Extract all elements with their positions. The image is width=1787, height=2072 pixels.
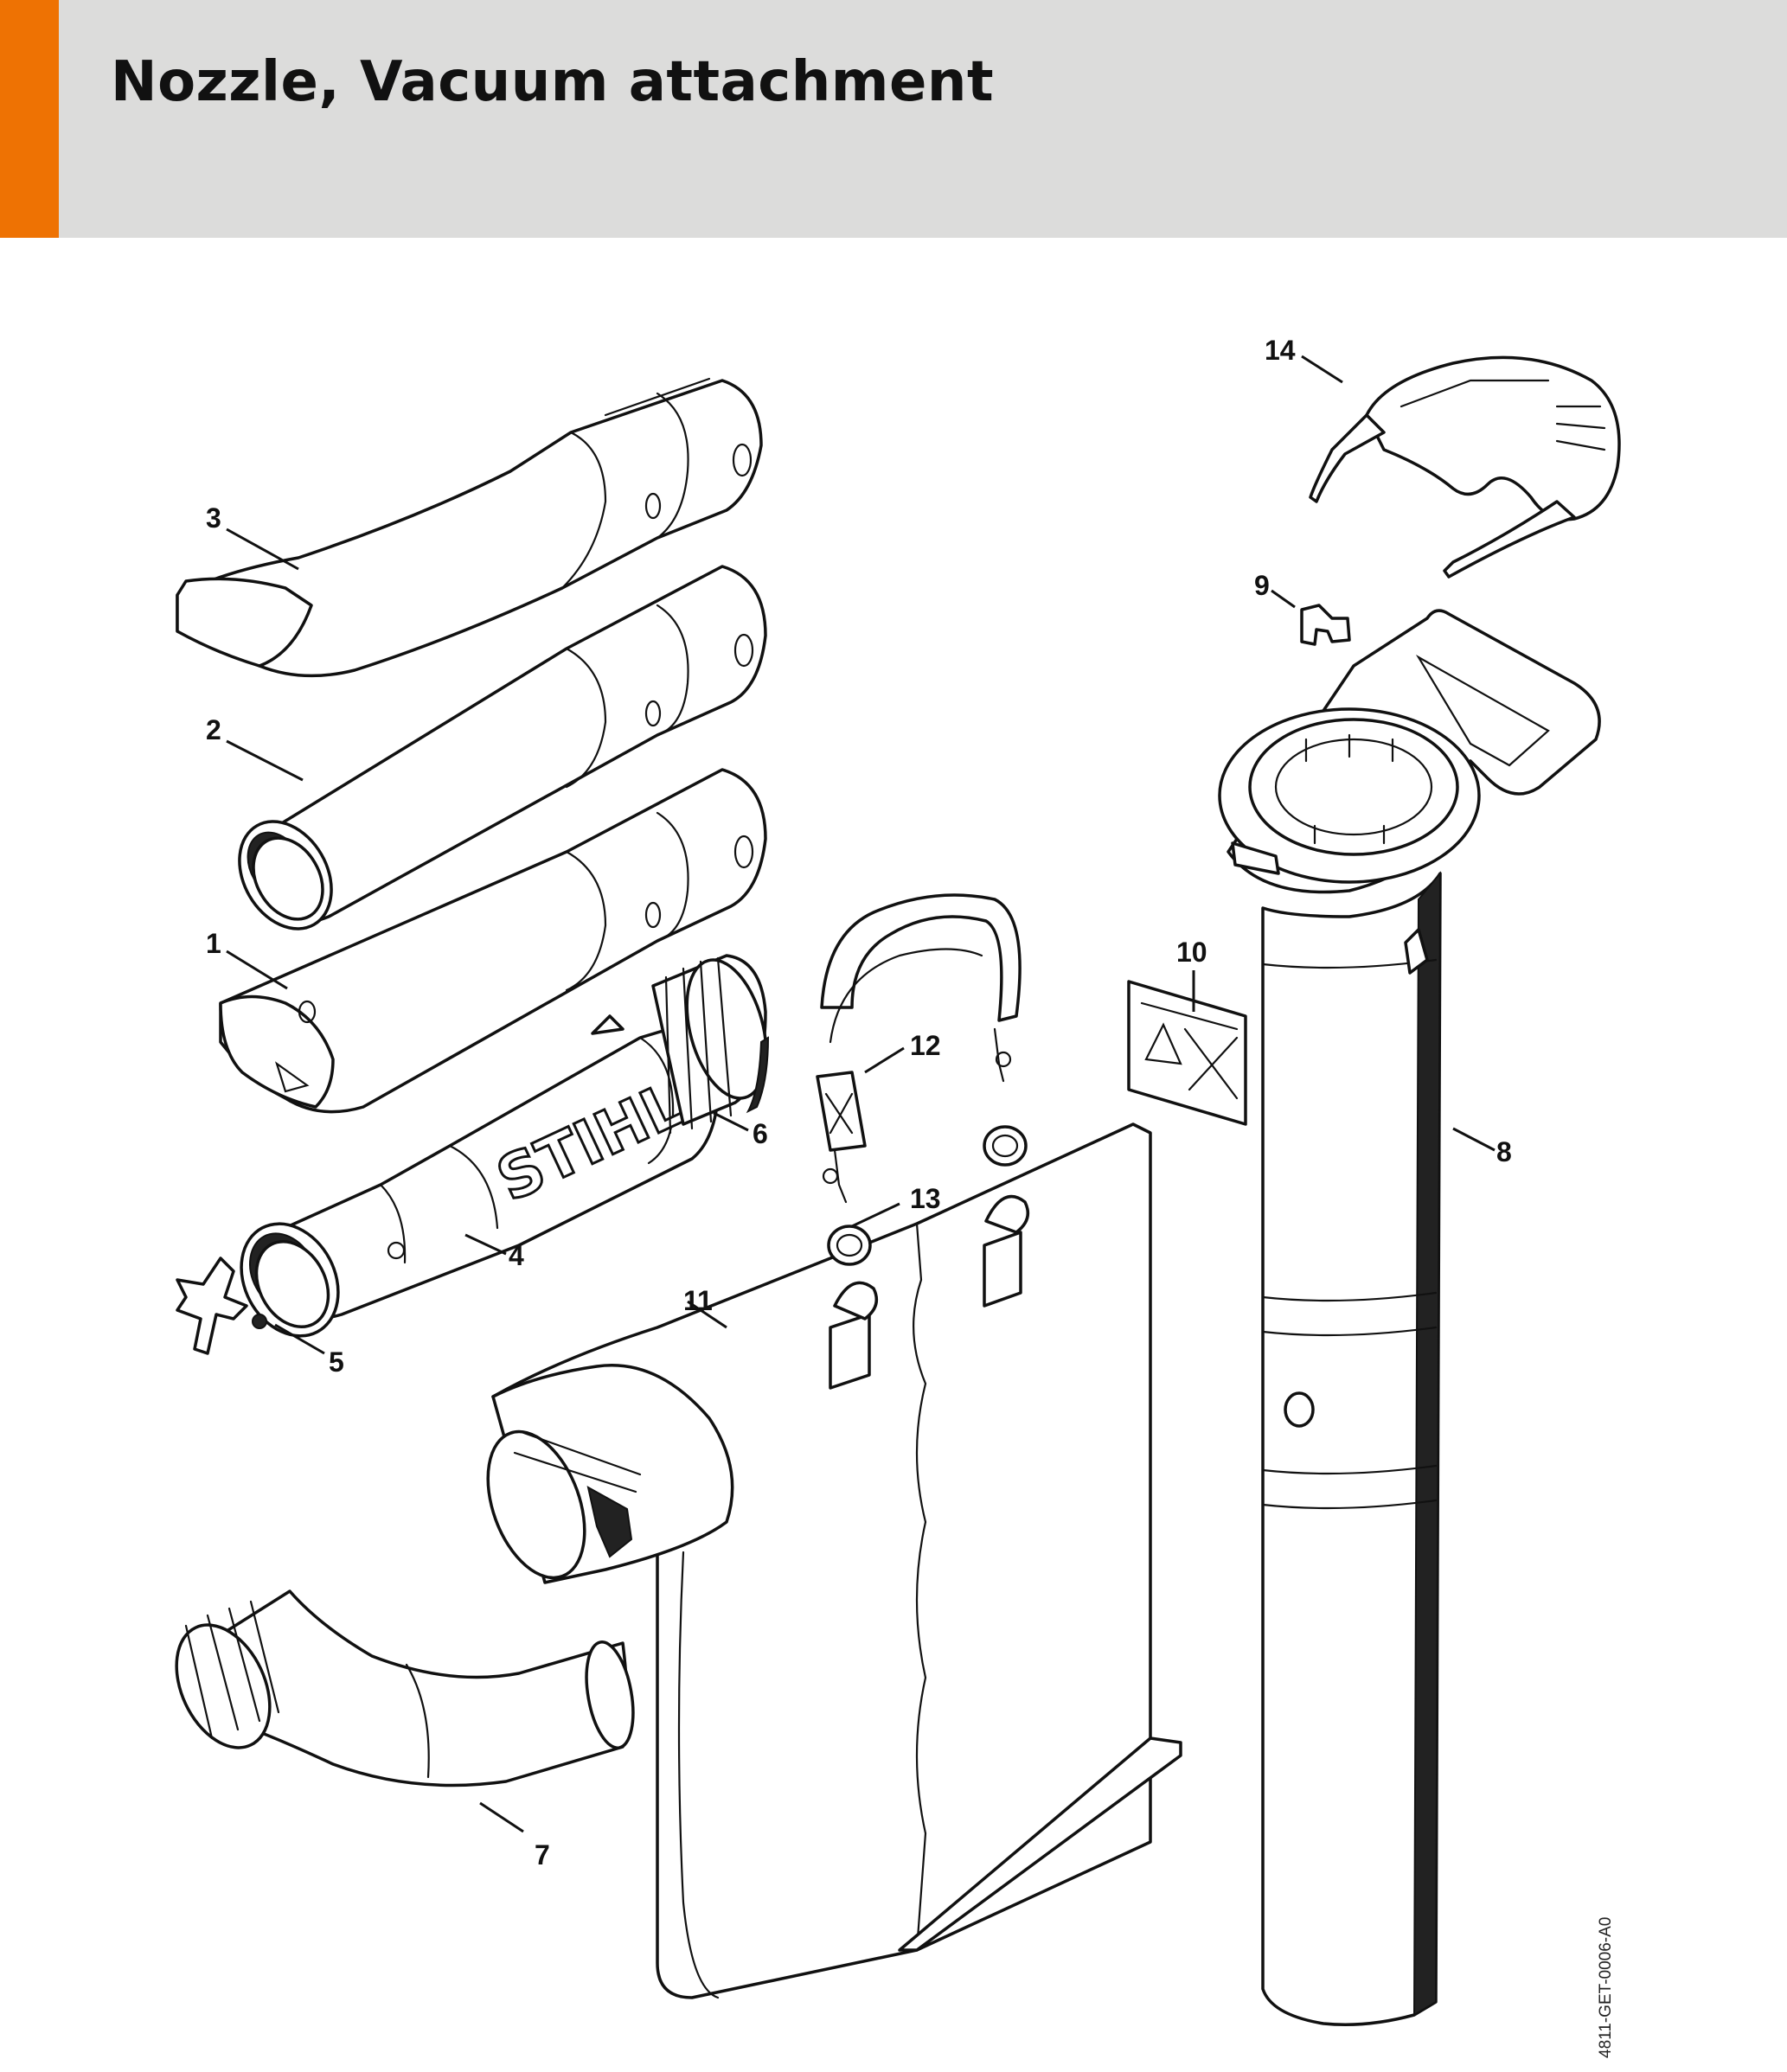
part-12-shoulder-strap[interactable] bbox=[816, 893, 1022, 1204]
callout-14: 14 bbox=[1265, 335, 1296, 366]
part-8-handle-housing[interactable] bbox=[1218, 609, 1601, 894]
callout-10: 10 bbox=[1176, 937, 1207, 968]
drawing-code: 4811-GET-0006-A0 bbox=[1597, 1916, 1615, 2058]
part-6-union-nut[interactable] bbox=[651, 951, 780, 1135]
callout-8: 8 bbox=[1496, 1136, 1512, 1167]
part-7-elbow[interactable] bbox=[158, 1589, 641, 1787]
leader-lines bbox=[226, 355, 1496, 1833]
callout-5: 5 bbox=[329, 1346, 344, 1378]
part-11-collection-bag[interactable] bbox=[470, 1122, 1182, 1999]
callout-1: 1 bbox=[206, 928, 221, 959]
part-3-flat-nozzle[interactable] bbox=[176, 377, 763, 678]
callout-11: 11 bbox=[683, 1285, 713, 1316]
part-8-suction-tube[interactable] bbox=[1261, 871, 1442, 2026]
part-13-rings[interactable] bbox=[827, 1125, 1028, 1266]
part-10-warning-label[interactable] bbox=[1127, 980, 1247, 1126]
part-1-oval-nozzle[interactable] bbox=[219, 768, 767, 1114]
page-title: Nozzle, Vacuum attachment bbox=[111, 50, 995, 114]
callout-7: 7 bbox=[535, 1839, 550, 1871]
part-2-round-nozzle[interactable] bbox=[221, 565, 767, 945]
callout-3: 3 bbox=[206, 502, 221, 534]
part-9-clip[interactable] bbox=[1300, 604, 1351, 646]
callout-4: 4 bbox=[509, 1240, 524, 1271]
accent-bar bbox=[0, 0, 59, 238]
callout-9: 9 bbox=[1254, 570, 1270, 601]
callout-labels: 3 2 1 4 5 6 7 8 9 10 11 12 13 14 bbox=[206, 335, 1512, 1871]
callout-6: 6 bbox=[753, 1118, 768, 1149]
callout-12: 12 bbox=[910, 1030, 941, 1061]
header-band: Nozzle, Vacuum attachment bbox=[0, 0, 1787, 238]
part-14-safety-glasses[interactable] bbox=[1309, 355, 1621, 579]
callout-2: 2 bbox=[206, 714, 221, 745]
callout-13: 13 bbox=[910, 1183, 941, 1214]
part-5-tool[interactable] bbox=[176, 1257, 267, 1355]
